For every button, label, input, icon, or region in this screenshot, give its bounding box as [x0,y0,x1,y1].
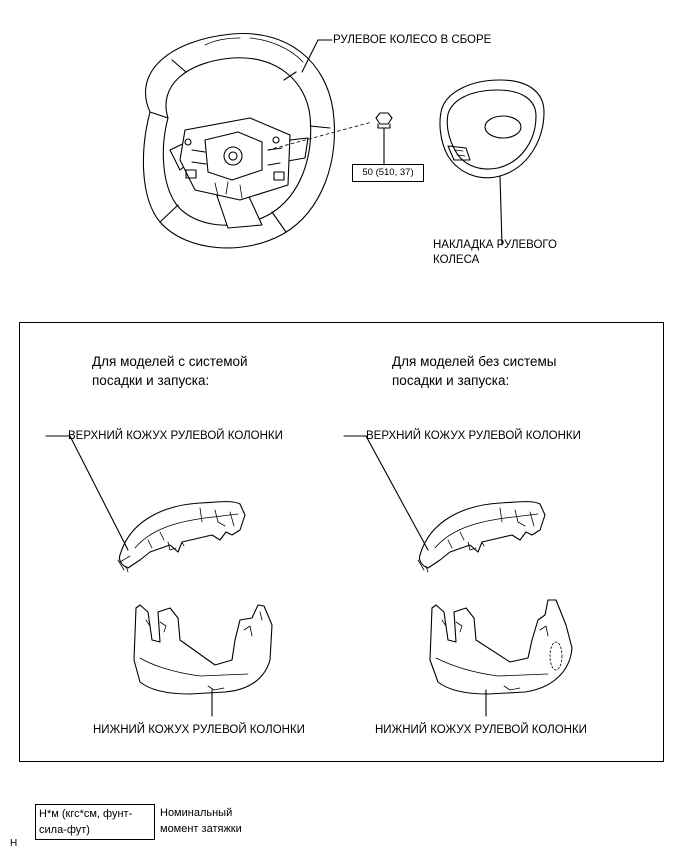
leader-steering-wheel [301,39,333,73]
label-right-upper-cover: ВЕРХНИЙ КОЖУХ РУЛЕВОЙ КОЛОНКИ [366,430,581,442]
corner-mark: H [10,838,18,849]
left-upper-cover-illustration [117,501,246,573]
steering-wheel-illustration [142,32,373,249]
left-variant-heading: Для моделей с системой посадки и запуска… [92,354,248,388]
label-pad-line1: НАКЛАДКА РУЛЕВОГО [433,239,557,251]
label-steering-wheel-assy: РУЛЕВОЕ КОЛЕСО В СБОРЕ [333,34,492,46]
left-lower-cover-illustration [133,604,273,717]
nut-illustration [375,112,393,166]
right-variant-heading: Для моделей без системы посадки и запуск… [392,354,557,388]
right-upper-cover-illustration [417,501,546,573]
cover-variants-frame [19,322,664,762]
torque-value-box: 50 (510, 37) [352,164,424,182]
right-lower-cover-illustration [429,599,573,717]
label-right-lower-cover: НИЖНИЙ КОЖУХ РУЛЕВОЙ КОЛОНКИ [375,724,587,736]
leader-left-upper-cover [45,435,129,551]
leader-right-upper-cover [343,435,429,551]
label-left-upper-cover: ВЕРХНИЙ КОЖУХ РУЛЕВОЙ КОЛОНКИ [68,430,283,442]
legend-description: Номинальный момент затяжки [160,807,242,835]
legend-units-box: Н*м (кгс*см, фунт- сила-фут) [35,804,155,840]
label-left-lower-cover: НИЖНИЙ КОЖУХ РУЛЕВОЙ КОЛОНКИ [93,724,305,736]
steering-pad-illustration [439,79,545,246]
label-pad-line2: КОЛЕСА [433,254,480,266]
